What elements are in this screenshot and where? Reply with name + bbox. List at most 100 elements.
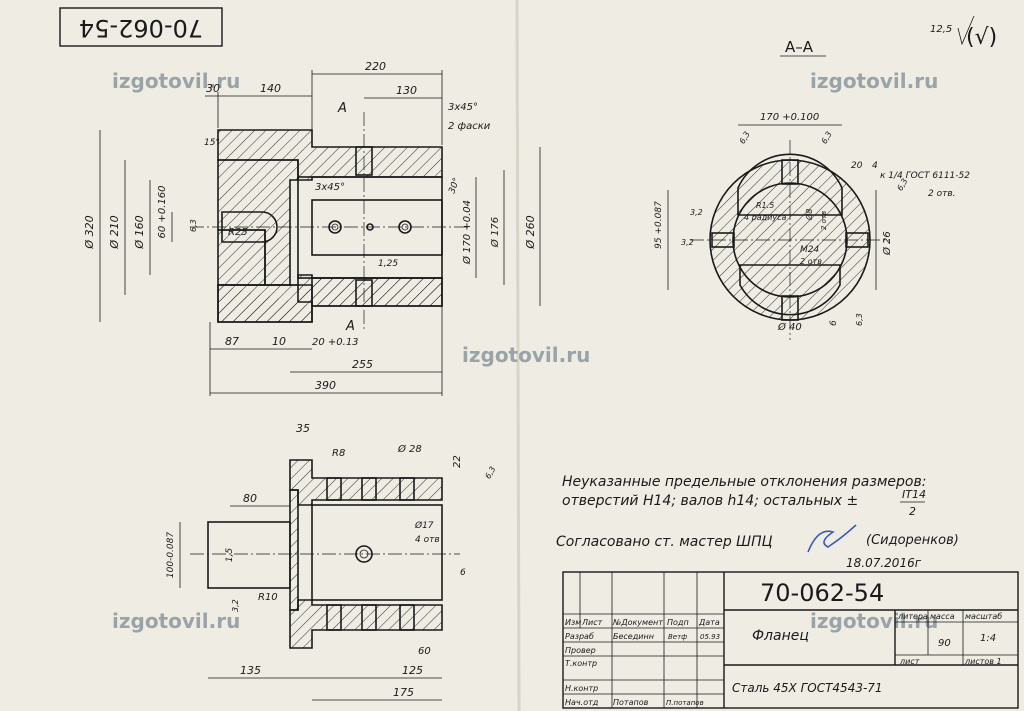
dimension-label: Изм <box>565 618 581 627</box>
dimension-label: 30° <box>447 177 462 195</box>
drawing-number-stamp: 70-062-54 <box>59 7 223 47</box>
dimension-label: 6,3 <box>820 130 834 146</box>
bottom-view: 35 R8 Ø 28 22 6,3 80 100-0.087 1,5 Ø17 4… <box>166 422 498 701</box>
main-hub-lower <box>217 229 266 286</box>
dimension-label: 35 <box>296 422 310 435</box>
dimension-label: 3х45° <box>315 182 345 193</box>
dimension-label: Провер <box>565 646 596 655</box>
tolerance-note-line1: Неуказанные предельные отклонения размер… <box>562 474 926 490</box>
dimension-label: Ø 210 <box>108 215 121 249</box>
dimension-label: 170 +0.100 <box>760 112 819 123</box>
dimension-label: 2 фаски <box>448 121 491 132</box>
dimension-label: 95 +0.087 <box>654 201 664 249</box>
dimension-label: 6,3 <box>483 465 497 481</box>
dimension-label: Ø8 <box>804 209 814 221</box>
dimension-label: Ветф <box>668 633 687 641</box>
dimension-label: литера <box>897 612 928 621</box>
tolerance-note-line2: отверстий Н14; валов h14; остальных ± <box>562 493 858 509</box>
drawing-number: 70-062-54 <box>760 579 884 607</box>
dimension-label: 3,2 <box>231 599 240 612</box>
drawing-number-rotated: 70-062-54 <box>79 14 203 42</box>
dimension-label: 140 <box>260 82 281 95</box>
dimension-label: Ø 176 <box>489 217 501 248</box>
dimension-label: 6,3 <box>855 313 864 326</box>
section-aa-label: А–А <box>785 38 814 56</box>
dimension-label: 4 радиуса <box>744 213 786 222</box>
dimension-label: №Документ <box>612 618 663 627</box>
dimension-label: 87 <box>225 335 239 348</box>
dimension-label: Потапов <box>613 698 649 707</box>
scale-value: 1:4 <box>980 633 996 644</box>
dimension-label: П.потапов <box>666 699 704 707</box>
approval-note: Согласовано ст. мастер ШПЦ <box>556 534 773 550</box>
dimension-label: М24 <box>800 245 819 255</box>
dimension-label: 175 <box>393 686 414 699</box>
dimension-label: Ø17 <box>414 520 434 531</box>
dimension-label: 2 отв. <box>928 189 956 199</box>
dimension-label: 15° <box>204 138 220 148</box>
dimension-label: 1,5 <box>225 548 235 563</box>
dimension-label: Н.контр <box>565 684 598 693</box>
dimension-label: Ø 320 <box>83 215 96 249</box>
dimension-label: 255 <box>352 358 373 371</box>
dimension-label: 80 <box>243 492 257 505</box>
dimension-label: 3х45° <box>448 102 478 113</box>
roughness-mark: 12,5 (√) <box>930 15 997 50</box>
dimension-label: R8 <box>332 448 345 459</box>
dimension-label: Ø 170 +0.04 <box>461 200 473 265</box>
part-name: Фланец <box>752 628 809 644</box>
dimension-label: 30 <box>206 82 220 95</box>
dimension-label: (√) <box>966 25 997 50</box>
dimension-label: листов 1 <box>964 657 1002 666</box>
section-mark-a: А <box>345 319 355 334</box>
dimension-label: 60 <box>418 646 431 657</box>
dimension-label: 6 <box>829 320 839 326</box>
approval-name: (Сидоренков) <box>866 533 959 548</box>
dimension-label: Ø 28 <box>397 443 422 455</box>
dimension-label: Лист <box>581 618 603 627</box>
dimension-label: 220 <box>365 60 386 73</box>
main-section-view: 220 30 140 130 3х45° 2 фаски 15° 3х45° 3… <box>83 60 541 396</box>
dimension-label: 390 <box>315 379 336 392</box>
approval-date: 18.07.2016г <box>846 556 922 570</box>
dimension-label: лист <box>899 657 920 666</box>
dimension-label: масса <box>930 612 955 621</box>
dimension-label: 22 <box>452 455 463 468</box>
mass-value: 90 <box>938 638 951 649</box>
dimension-label: к 1/4 ГОСТ 6111-52 <box>880 171 970 181</box>
dimension-label: Разраб <box>565 632 594 641</box>
dimension-label: 3,2 <box>690 208 703 217</box>
dimension-label: Ø 26 <box>881 231 893 256</box>
dimension-label: 4 отв <box>415 535 440 545</box>
dimension-label: Бесединн <box>613 632 654 641</box>
dimension-label: 05.93 <box>700 633 720 641</box>
notes-block: Неуказанные предельные отклонения размер… <box>556 474 959 570</box>
dimension-label: 10 <box>272 335 286 348</box>
watermark-text: izgotovil.ru <box>112 609 240 633</box>
dimension-label: 130 <box>396 84 417 97</box>
watermark-text: izgotovil.ru <box>462 343 590 367</box>
dimension-label: 135 <box>240 664 261 677</box>
watermark-text: izgotovil.ru <box>810 609 938 633</box>
dimension-label: масштаб <box>965 612 1002 621</box>
dimension-label: 1,25 <box>378 259 398 269</box>
main-flange-lower <box>217 284 313 323</box>
dimension-label: Подп <box>667 618 689 627</box>
dimension-label: 6,3 <box>738 130 752 146</box>
watermark-text: izgotovil.ru <box>112 69 240 93</box>
dimension-label: IT14 <box>902 488 926 501</box>
dimension-label: 12,5 <box>930 24 952 35</box>
dimension-label: 6 <box>460 568 466 578</box>
dimension-label: R1.5 <box>756 201 774 210</box>
approval-signature <box>807 524 857 553</box>
dimension-label: 100-0.087 <box>166 532 176 578</box>
dimension-label: 60 +0.160 <box>157 186 168 239</box>
dimension-label: Т.контр <box>565 659 597 668</box>
dimension-label: 6,3 <box>189 219 198 232</box>
dimension-label: 125 <box>402 664 423 677</box>
dimension-label: Дата <box>698 618 720 627</box>
dimension-label: 2 отв <box>800 257 822 266</box>
paper-fold <box>515 0 521 711</box>
title-block: Изм Лист №Документ Подп Дата Разраб Бесе… <box>562 571 1019 709</box>
dimension-label: R10 <box>258 592 278 603</box>
